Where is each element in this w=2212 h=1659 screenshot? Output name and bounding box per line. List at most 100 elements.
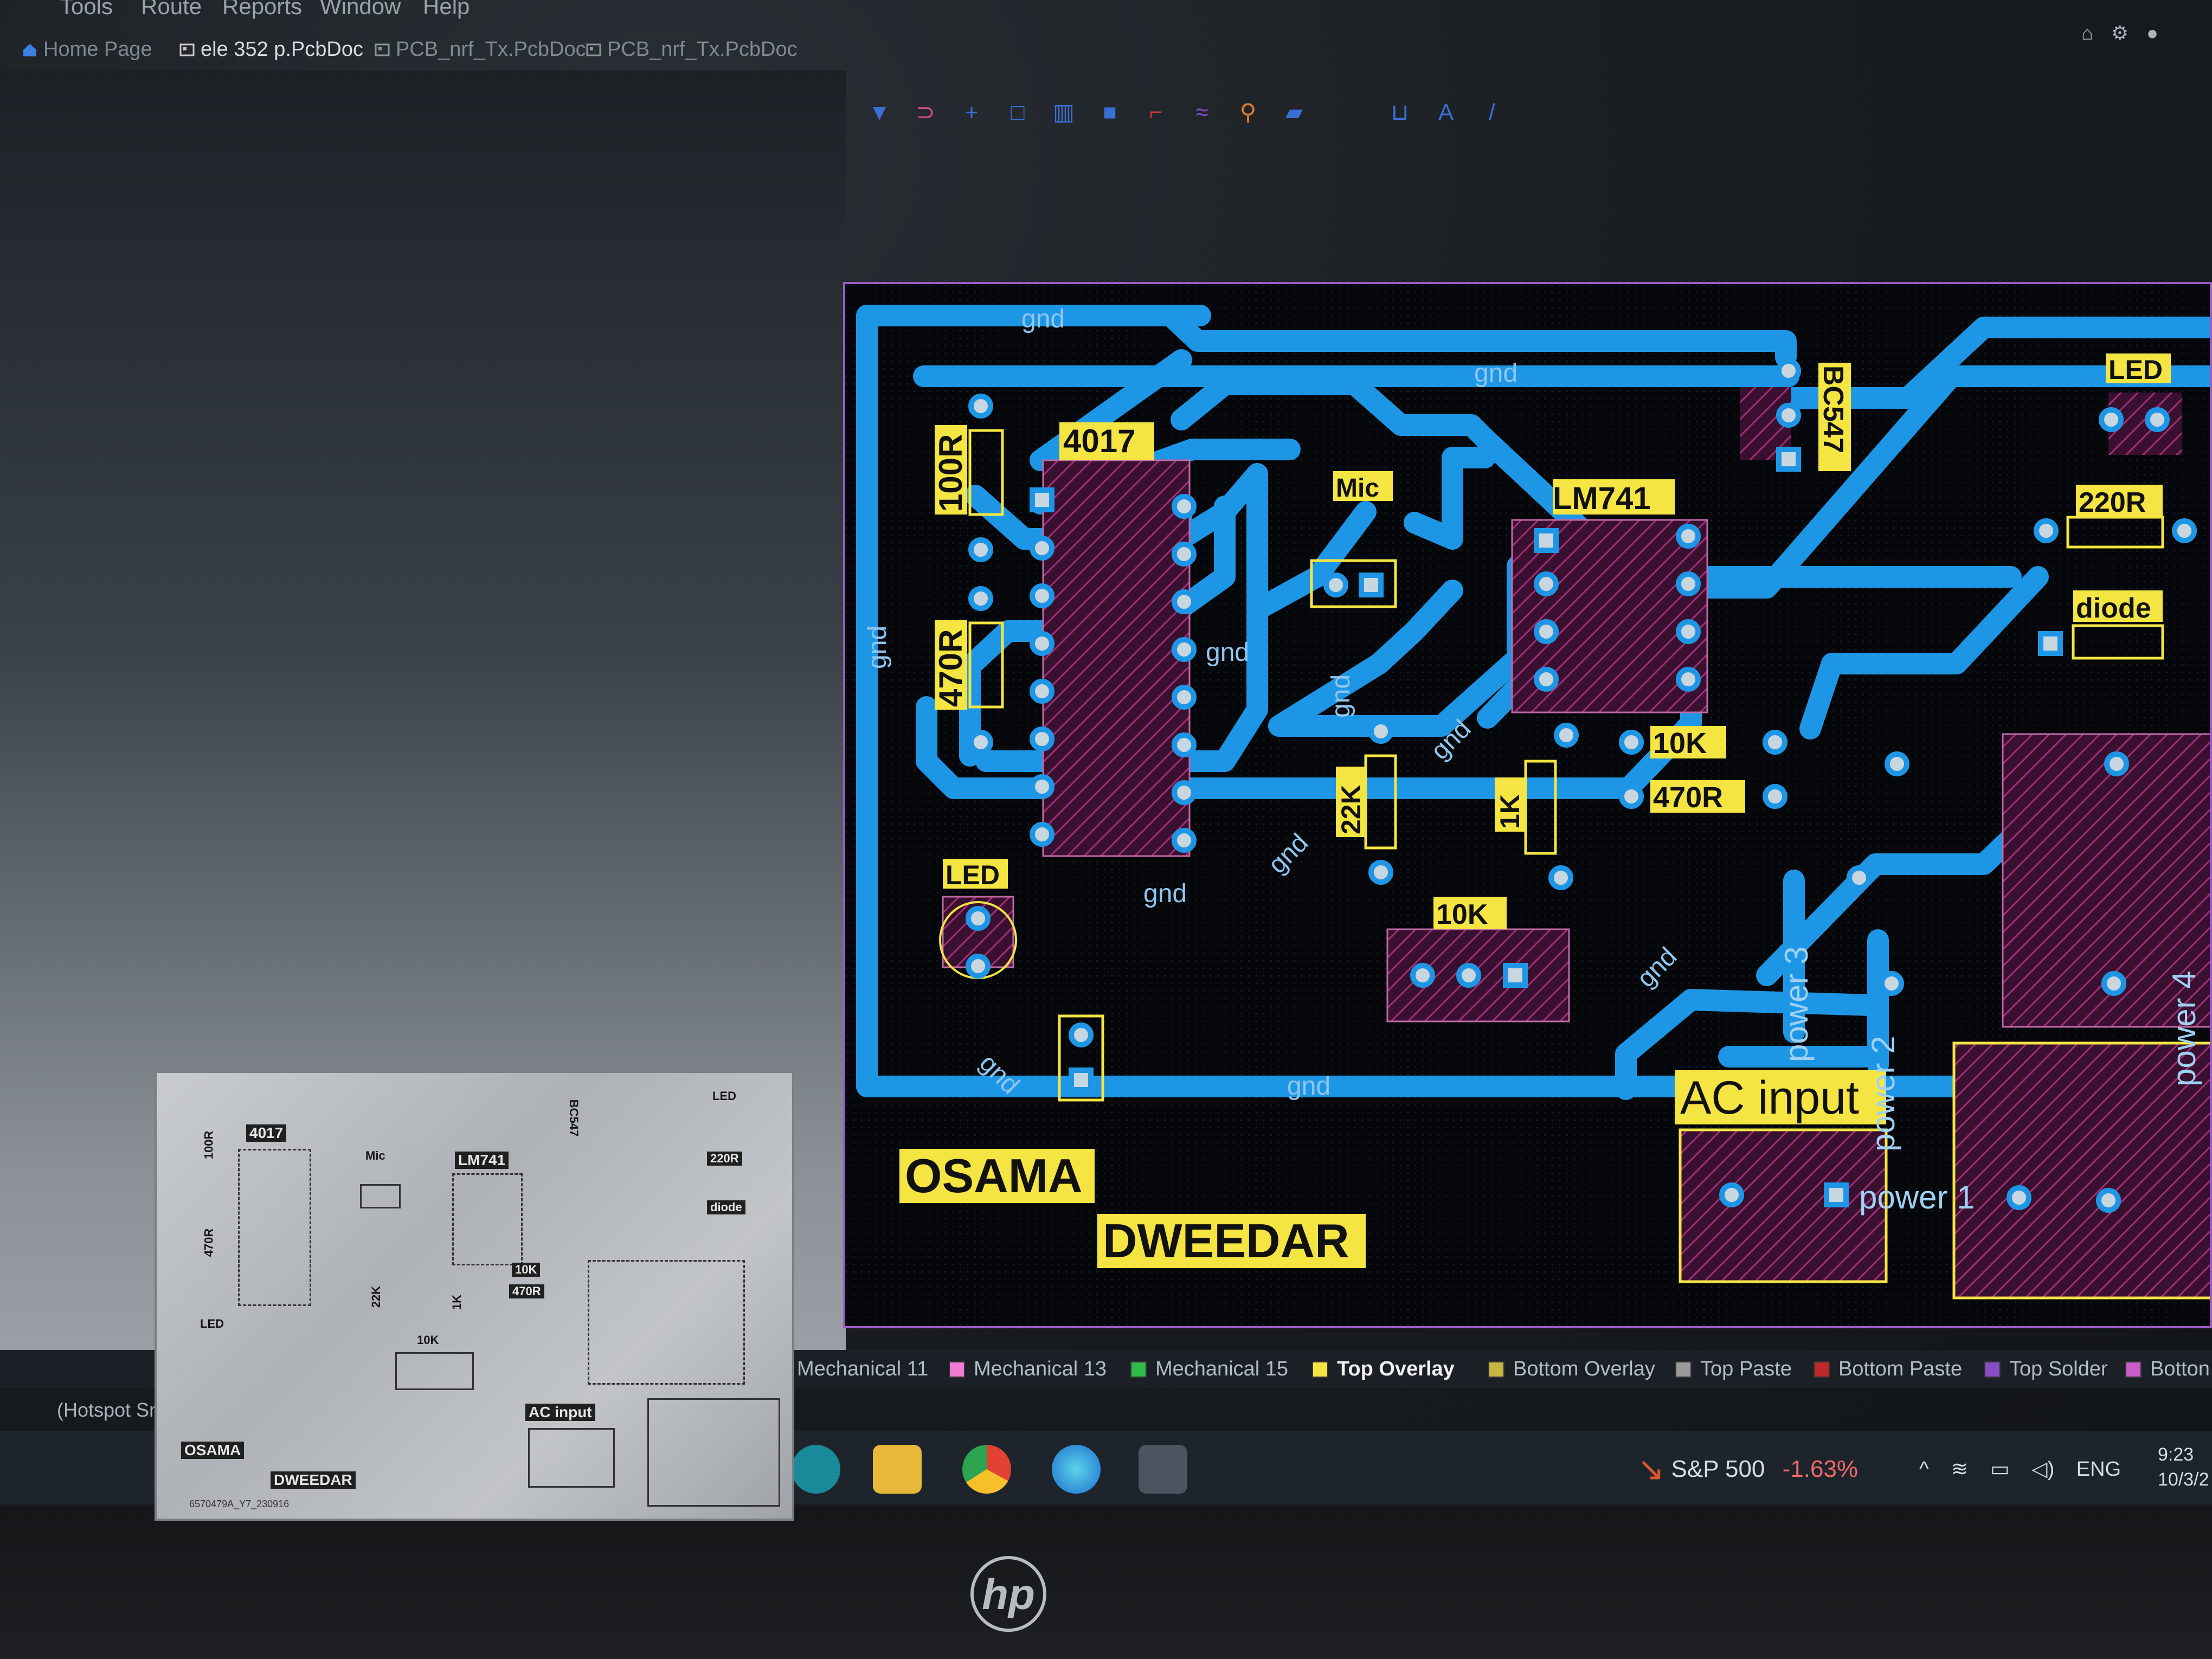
pad — [1763, 730, 1787, 755]
label-bg — [2106, 353, 2171, 383]
tab-pcb-nrf-tx-1[interactable]: PCB_nrf_Tx.PcbDoc — [374, 38, 586, 61]
bar-chart-icon[interactable]: ▥ — [1053, 99, 1075, 125]
plate-ic-4017 — [238, 1149, 311, 1306]
pcb-toolbar: ▼ ⊃ + □ ▥ ■ ⌐ ≈ ⚲ ▰ ⊔ A / — [867, 100, 1529, 138]
tab-pcb-nrf-tx-2[interactable]: PCB_nrf_Tx.PcbDoc — [586, 38, 798, 61]
label-power1: power 1 — [1859, 1179, 1975, 1216]
layer-label: Top Paste — [1700, 1358, 1792, 1380]
pad — [1456, 963, 1481, 988]
layer-tab-bottom[interactable]: Botton — [2125, 1355, 2210, 1382]
track-1k — [1404, 447, 1496, 550]
label-bg — [1650, 726, 1726, 758]
plate-serial: 6570479A_Y7_230916 — [189, 1499, 290, 1509]
layer-label: Bottom Overlay — [1513, 1358, 1655, 1380]
layer-tab-top-paste[interactable]: Top Paste — [1675, 1355, 1792, 1382]
layer-swatch — [1984, 1361, 2001, 1378]
via-icon[interactable]: ⚲ — [1239, 99, 1257, 125]
net-label-gnd: gnd — [1474, 359, 1517, 388]
label-bg — [1433, 897, 1507, 929]
clock[interactable]: 9:23 10/3/2 — [2158, 1442, 2212, 1492]
chrome-icon[interactable] — [962, 1445, 1011, 1494]
label-pot-10k: 10K — [1436, 899, 1488, 930]
plate-label-dweedar: DWEEDAR — [271, 1471, 356, 1489]
track-mic — [1171, 374, 1496, 449]
plate-label-osama: OSAMA — [181, 1442, 245, 1459]
layer-label: Botton — [2150, 1358, 2210, 1380]
interactive-route-icon[interactable]: ⌐ — [1149, 99, 1163, 125]
text-icon[interactable]: A — [1438, 99, 1454, 125]
pad — [968, 730, 993, 755]
fill-icon[interactable]: ▰ — [1285, 99, 1303, 125]
stock-widget[interactable]: ↘ S&P 500 -1.63% — [1637, 1445, 1898, 1494]
arduino-icon[interactable] — [792, 1445, 840, 1494]
pad — [966, 954, 991, 979]
pad — [1172, 732, 1197, 757]
layer-tab-bottom-overlay[interactable]: Bottom Overlay — [1488, 1355, 1655, 1382]
altium-icon[interactable] — [1139, 1445, 1187, 1494]
plate-ac-outline — [528, 1428, 615, 1488]
gear-icon[interactable]: ⚙ — [2111, 22, 2129, 44]
tab-ele352[interactable]: ele 352 p.PcbDoc — [179, 38, 363, 61]
label-power2: power 2 — [1865, 1036, 1901, 1152]
layer-tab-mechanical-13[interactable]: Mechanical 13 — [949, 1355, 1107, 1382]
dimension-icon[interactable]: ⊔ — [1391, 99, 1409, 125]
layer-tab-mechanical-15[interactable]: Mechanical 15 — [1130, 1355, 1288, 1382]
label-bg — [1333, 471, 1393, 501]
plate-power-outline — [647, 1398, 780, 1507]
pad — [1030, 631, 1054, 656]
label-1k: 1K — [1495, 794, 1525, 829]
diff-pair-icon[interactable]: ≈ — [1195, 99, 1208, 125]
plate-pot-outline — [395, 1352, 474, 1390]
pad — [1676, 667, 1701, 692]
layer-swatch — [949, 1361, 965, 1378]
chevron-up-icon[interactable]: ^ — [1919, 1458, 1929, 1481]
net-label-gnd: gnd — [1021, 305, 1065, 333]
pad — [1676, 571, 1701, 596]
plate-label-led-top: LED — [712, 1089, 736, 1103]
stock-change: -1.63% — [1782, 1456, 1859, 1482]
line-icon[interactable]: / — [1489, 99, 1495, 125]
layer-tab-mechanical-11[interactable]: Mechanical 11 — [797, 1355, 928, 1382]
route-icon[interactable]: ⊃ — [916, 99, 935, 125]
pad — [1619, 784, 1644, 809]
user-icon[interactable]: ● — [2146, 22, 2158, 44]
menu-window[interactable]: Window — [320, 0, 401, 19]
layer-tab-top-solder[interactable]: Top Solder — [1984, 1355, 2108, 1382]
menu-help[interactable]: Help — [423, 0, 470, 19]
window-controls: ⌂ ⚙ ● — [2076, 22, 2196, 49]
menu-route[interactable]: Route — [141, 0, 202, 19]
file-explorer-icon[interactable] — [873, 1445, 922, 1494]
layer-tab-bottom-paste[interactable]: Bottom Paste — [1814, 1355, 1962, 1382]
layer-tab-top-overlay[interactable]: Top Overlay — [1312, 1355, 1455, 1382]
label-bg — [1675, 1070, 1886, 1124]
cap-outline — [1058, 1014, 1104, 1102]
pad — [1548, 865, 1573, 890]
track-ac — [1615, 989, 1881, 1100]
volume-icon[interactable]: ◁) — [2031, 1458, 2055, 1481]
language-indicator[interactable]: ENG — [2076, 1458, 2121, 1481]
net-label-gnd: gnd — [1287, 1072, 1330, 1101]
pad — [1172, 828, 1197, 853]
component-icon[interactable]: ■ — [1103, 99, 1117, 125]
add-icon[interactable]: + — [964, 99, 979, 125]
battery-icon[interactable]: ▭ — [1990, 1458, 2010, 1481]
plate-label-ac: AC input — [525, 1404, 595, 1421]
monitor-screen: Tools Route Reports Window Help ⌂ ⚙ ● Ho… — [0, 0, 2212, 1504]
label-bg — [2076, 485, 2163, 516]
pad — [2096, 1188, 2121, 1213]
pad — [1323, 573, 1348, 597]
plate-label-4017: 4017 — [246, 1124, 287, 1142]
menu-tools[interactable]: Tools — [60, 0, 113, 19]
pad — [1368, 719, 1393, 744]
filter-icon[interactable]: ▼ — [868, 99, 891, 125]
wifi-icon[interactable]: ≋ — [1951, 1458, 1969, 1481]
tab-label: ele 352 p.PcbDoc — [201, 38, 363, 61]
diode-outline — [2072, 624, 2164, 660]
tab-home-page[interactable]: Home Page — [22, 38, 152, 61]
label-bg — [1818, 363, 1851, 471]
menu-reports[interactable]: Reports — [222, 0, 303, 19]
edge-icon[interactable] — [1052, 1445, 1101, 1494]
select-rect-icon[interactable]: □ — [1011, 99, 1025, 125]
home-icon[interactable]: ⌂ — [2081, 22, 2093, 44]
pcb-canvas[interactable]: gnd gnd gnd gnd gnd gnd gnd gnd gnd gnd … — [843, 282, 2212, 1328]
